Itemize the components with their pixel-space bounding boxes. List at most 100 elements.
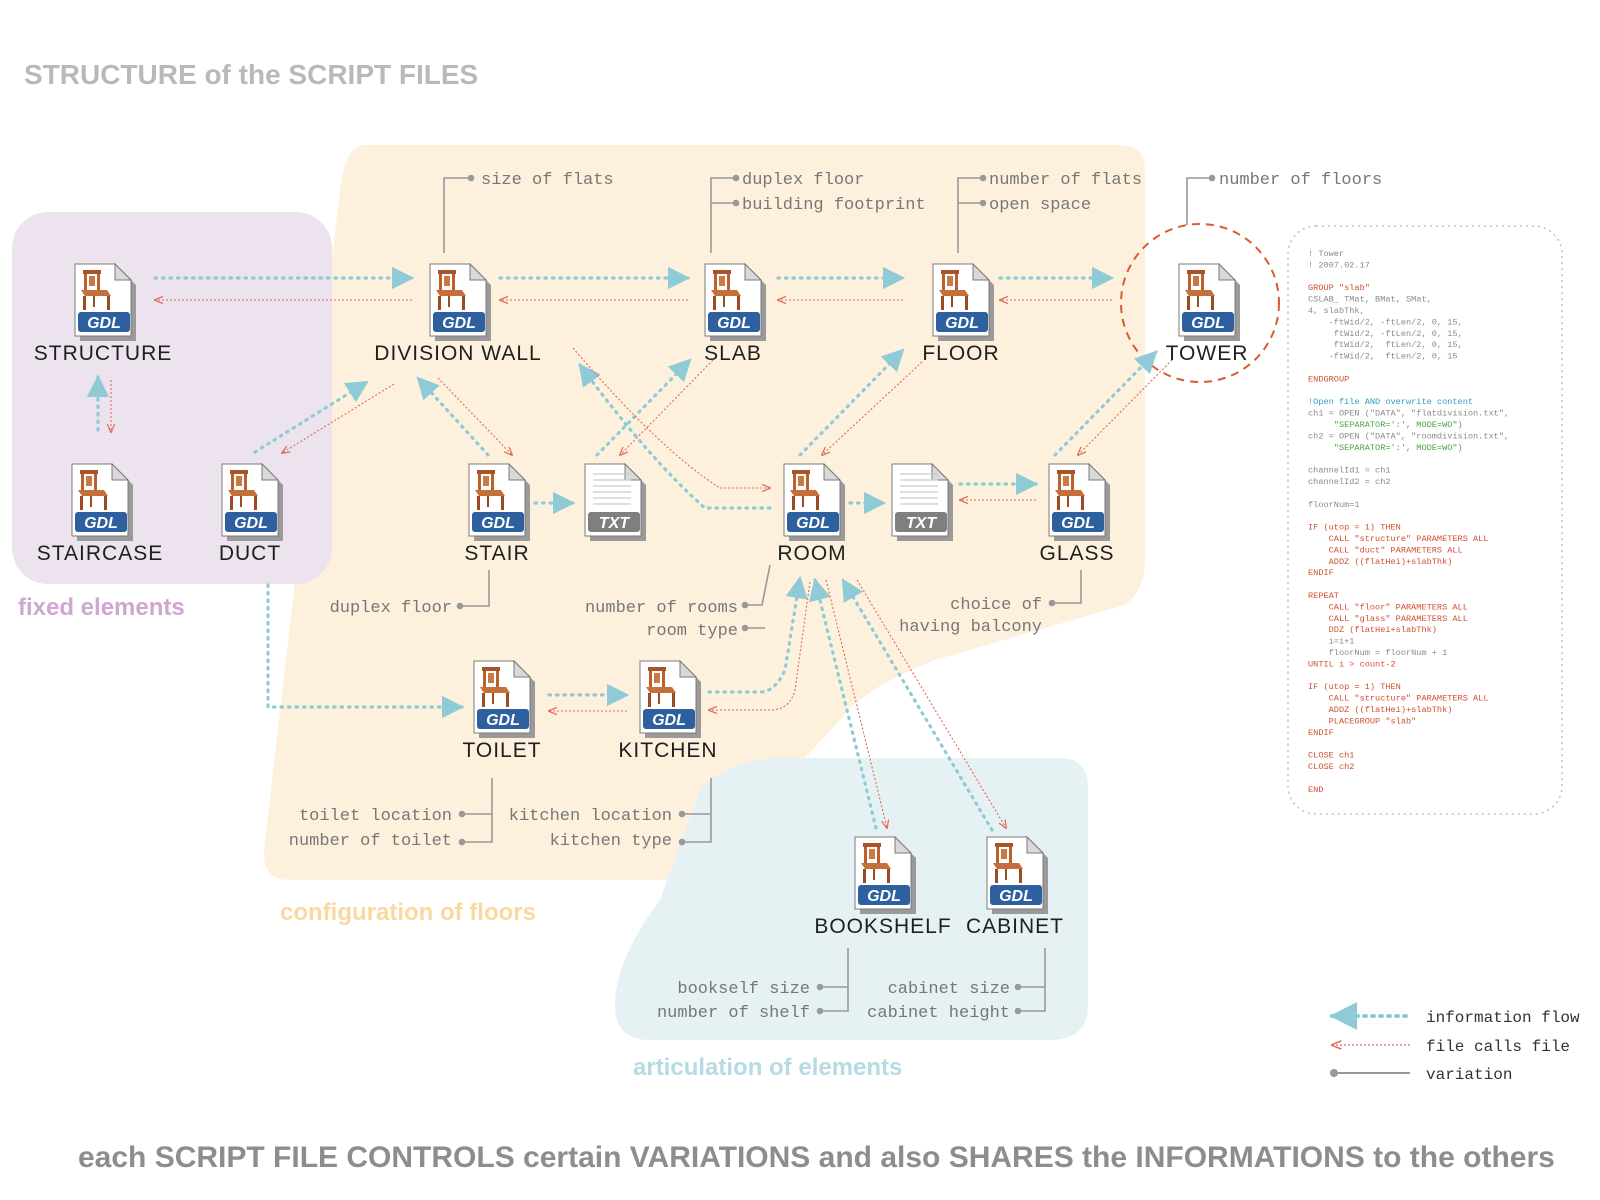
gdl-chair-icon: GDL — [71, 462, 133, 541]
gdl-chair-icon: GDL — [932, 262, 994, 341]
txt-document-icon: TXT — [584, 462, 646, 541]
var-glass-2: having balcony — [899, 618, 1042, 637]
badge-text: GDL — [652, 712, 686, 729]
var-toilet-2: number of toilet — [289, 832, 452, 851]
gdl-chair-icon: GDL — [639, 659, 701, 738]
code-line: CSLAB_ TMat, BMat, SMat, — [1308, 295, 1432, 305]
code-line: ENDIF — [1308, 728, 1334, 738]
flow-duct-to-toilet — [266, 583, 465, 719]
node-txt1[interactable]: TXT — [584, 462, 646, 541]
variation-labels: size of flats duplex floor building foot… — [289, 171, 1382, 1023]
badge-text: GDL — [717, 315, 751, 332]
flow-room-to-division-wall — [578, 363, 772, 510]
code-line: -ftWid/2, -ftLen/2, 0, 15, — [1308, 317, 1463, 327]
legend: information flow file calls file variati… — [1329, 1002, 1580, 1084]
region-label-config: configuration of floors — [280, 899, 536, 926]
code-panel — [1287, 225, 1563, 815]
flow-bookshelf-to-room — [808, 577, 878, 830]
code-line: ENDIF — [1308, 568, 1334, 578]
node-label: STAIR — [464, 542, 529, 565]
flow-room-to-floor — [798, 348, 905, 457]
call-floor-room — [822, 361, 923, 455]
gdl-chair-icon: GDL — [74, 262, 136, 341]
code-line: ADDZ ((flatHei)+slabThk) — [1308, 705, 1452, 715]
var-tower-1: number of floors — [1219, 171, 1382, 190]
code-line: PLACEGROUP "slab" — [1308, 716, 1416, 726]
bracket-cabinet — [1014, 948, 1046, 1015]
code-line: i=i+1 — [1308, 637, 1354, 647]
var-stair-1: duplex floor — [330, 599, 452, 618]
badge-text: GDL — [796, 515, 830, 532]
page-title: STRUCTURE of the SCRIPT FILES — [24, 59, 478, 90]
bracket-bookshelf — [816, 948, 849, 1015]
var-kitchen-1: kitchen location — [509, 807, 672, 826]
gdl-chair-icon: GDL — [704, 262, 766, 341]
code-line: -ftWid/2, ftLen/2, 0, 15 — [1308, 352, 1458, 362]
bracket-glass — [1048, 570, 1082, 607]
code-line: CALL "glass" PARAMETERS ALL — [1308, 614, 1468, 624]
var-room-1: number of rooms — [585, 599, 738, 618]
flow-glass-to-tower — [1053, 350, 1158, 457]
node-txt2[interactable]: TXT — [891, 462, 953, 541]
badge-text: GDL — [84, 515, 118, 532]
node-label: CABINET — [966, 915, 1064, 938]
code-line: ftWid/2, ftLen/2, 0, 15, — [1308, 340, 1463, 350]
var-room-2: room type — [646, 622, 738, 641]
code-line: CALL "structure" PARAMETERS ALL — [1308, 534, 1489, 544]
node-label: FLOOR — [922, 342, 999, 365]
gdl-chair-icon: GDL — [429, 262, 491, 341]
txt-document-icon: TXT — [891, 462, 953, 541]
code-line: !Open file AND overwrite content — [1308, 397, 1473, 407]
gdl-chair-icon: GDL — [221, 462, 283, 541]
badge-text: GDL — [999, 888, 1033, 905]
bracket-kitchen — [678, 778, 712, 846]
gdl-chair-icon: GDL — [854, 835, 916, 914]
flow-txt-to-slab — [595, 358, 692, 457]
call-division-wall-room — [572, 347, 770, 488]
code-line: CLOSE ch2 — [1308, 762, 1354, 772]
badge-text: GDL — [234, 515, 268, 532]
gdl-chair-icon: GDL — [1178, 262, 1240, 341]
var-toilet-1: toilet location — [299, 807, 452, 826]
legend-label-file-calls: file calls file — [1426, 1038, 1570, 1056]
code-line: IF (utop = 1) THEN — [1308, 523, 1401, 533]
node-room[interactable]: GDL ROOM — [777, 462, 846, 565]
code-line: REPEAT — [1308, 591, 1339, 601]
code-line: ! Tower — [1308, 249, 1344, 259]
code-line: DDZ (flatHei+slabThk) — [1308, 625, 1437, 635]
flow-stair-to-division-wall — [416, 376, 490, 457]
gdl-chair-icon: GDL — [1048, 462, 1110, 541]
node-cabinet[interactable]: GDL CABINET — [966, 835, 1064, 938]
code-line: ftWid/2, -ftLen/2, 0, 15, — [1308, 329, 1463, 339]
var-division-wall-1: size of flats — [481, 171, 614, 190]
code-line: "SEPARATOR=':', MODE=WO") — [1308, 443, 1463, 453]
legend-label-information-flow: information flow — [1426, 1009, 1580, 1027]
var-cabinet-1: cabinet size — [888, 980, 1010, 999]
legend-label-variation: variation — [1426, 1066, 1512, 1084]
node-label: TOWER — [1166, 342, 1249, 365]
code-line: CALL "duct" PARAMETERS ALL — [1308, 545, 1463, 555]
connection-lines — [86, 266, 1173, 832]
code-line: "SEPARATOR=':', MODE=WO") — [1308, 420, 1463, 430]
region-articulation-of-elements — [615, 758, 1088, 1040]
code-line: END — [1308, 785, 1323, 795]
node-label: ROOM — [777, 542, 846, 565]
bracket-division-wall — [443, 174, 475, 253]
code-line: CALL "structure" PARAMETERS ALL — [1308, 694, 1489, 704]
var-floor-1: number of flats — [989, 171, 1142, 190]
